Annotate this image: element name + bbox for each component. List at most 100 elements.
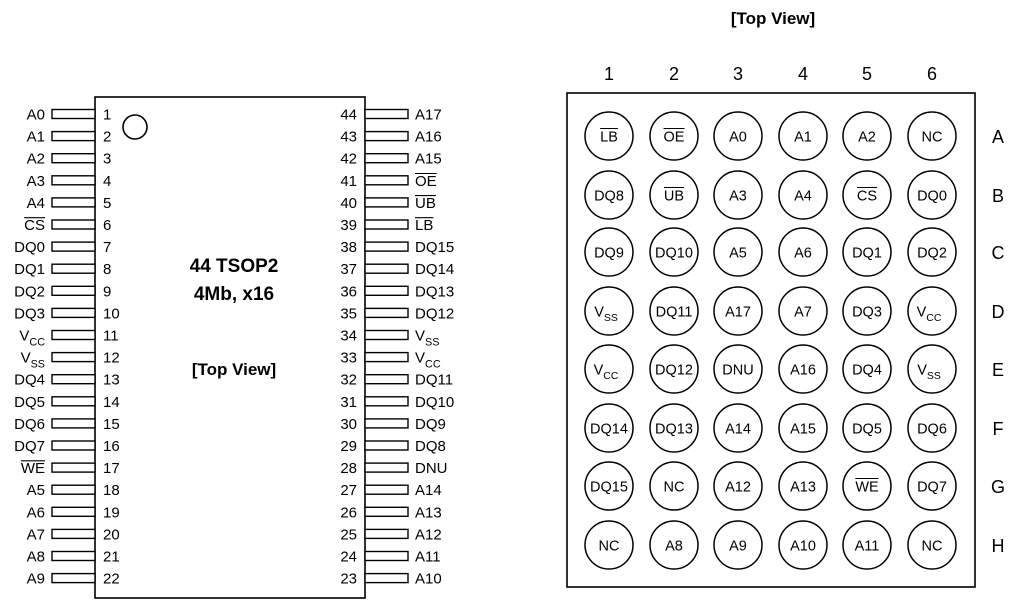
- pin-number: 38: [340, 239, 357, 256]
- ball-signal-label: CS: [857, 189, 877, 205]
- bga-ball: A6: [778, 227, 828, 277]
- pin-name-label: A6: [27, 504, 45, 521]
- ball-signal-label: A3: [729, 189, 747, 205]
- bga-body: [566, 92, 976, 588]
- pin-number: 34: [340, 328, 357, 345]
- pin-lead: [51, 484, 96, 495]
- pin-number: 14: [103, 394, 120, 411]
- ball-outline: [584, 403, 634, 453]
- bga-ball: DQ12: [649, 344, 699, 394]
- pin-name-label: A7: [27, 526, 45, 543]
- bga-ball: A16: [778, 344, 828, 394]
- ball-signal-label: DQ6: [917, 422, 947, 438]
- pin-name-label: DQ6: [14, 416, 45, 433]
- pin-number: 16: [103, 438, 120, 455]
- bga-ball: A12: [713, 461, 763, 511]
- ball-signal-label: DQ1: [852, 246, 882, 262]
- ball-outline: [907, 403, 957, 453]
- pin-lead: [51, 396, 96, 407]
- pin-lead: [364, 108, 409, 120]
- pin-lead: [364, 351, 409, 363]
- pin-number: 9: [103, 283, 111, 300]
- ball-signal-label: A8: [665, 539, 683, 555]
- bga-view-label: [Top View]: [731, 9, 815, 28]
- bga-ball: DQ14: [584, 403, 634, 453]
- pin-name-label: A5: [27, 482, 45, 499]
- ball-outline: [649, 111, 699, 161]
- pin-lead: [51, 197, 96, 208]
- ball-signal-label: NC: [922, 539, 943, 555]
- ball-outline: [842, 520, 892, 570]
- ball-signal-label: DQ10: [655, 246, 693, 262]
- pin-name-subscript: SS: [425, 336, 439, 348]
- ball-outline: [584, 286, 634, 336]
- pin-lead: [51, 108, 96, 120]
- pin-name-label: DQ1: [14, 261, 45, 278]
- bga-ball: A14: [713, 403, 763, 453]
- ball-outline: [649, 403, 699, 453]
- pin-number: 22: [103, 571, 120, 588]
- pin-number: 18: [103, 482, 120, 499]
- bga-ball: DQ15: [584, 461, 634, 511]
- ball-signal-label: DQ12: [655, 363, 693, 379]
- ball-outline: [778, 520, 828, 570]
- pin-number: 41: [340, 173, 357, 190]
- tsop-title-line2: 4Mb, x16: [194, 284, 274, 305]
- pin-number: 1: [103, 107, 111, 124]
- ball-outline: [649, 170, 699, 220]
- pin-name-label: LB: [415, 217, 433, 234]
- tsop-view-label: [Top View]: [192, 360, 276, 379]
- bga-ball: A9: [713, 520, 763, 570]
- pin-name-label: A3: [27, 173, 45, 190]
- pin-name-label: DQ2: [14, 283, 45, 300]
- ball-outline: [842, 344, 892, 394]
- pin-number: 30: [340, 416, 357, 433]
- bga-ball: A0: [713, 111, 763, 161]
- pin1-indicator-dot: [122, 114, 148, 140]
- pin-name-label: A16: [415, 129, 442, 146]
- bga-row-label: C: [992, 243, 1005, 263]
- ball-signal-label: A17: [725, 305, 751, 321]
- ball-signal-label: NC: [599, 539, 620, 555]
- pin-name-label: WE: [21, 460, 45, 477]
- bga-ball: DQ4: [842, 344, 892, 394]
- pin-number: 8: [103, 261, 111, 278]
- pin-lead: [51, 550, 96, 562]
- ball-outline: [649, 520, 699, 570]
- ball-signal-subscript: CC: [926, 313, 942, 324]
- pin-lead: [364, 152, 409, 164]
- ball-signal-label: DQ2: [917, 246, 947, 262]
- pin-number: 32: [340, 372, 357, 389]
- bga-column-label: 6: [927, 64, 937, 84]
- ball-outline: [907, 461, 957, 511]
- pin-name-label: A12: [415, 526, 442, 543]
- bga-ball: DNU: [713, 344, 763, 394]
- ball-outline: [842, 111, 892, 161]
- bga-ball: VSS: [584, 286, 634, 336]
- ball-outline: [713, 111, 763, 161]
- pin-number: 43: [340, 129, 357, 146]
- ball-signal-label: A1: [794, 130, 812, 146]
- bga-ball: A7: [778, 286, 828, 336]
- bga-ball: A11: [842, 520, 892, 570]
- pin-name-label: DQ0: [14, 239, 45, 256]
- pin-lead: [364, 374, 409, 385]
- ball-signal-label: NC: [922, 130, 943, 146]
- ball-signal-label: A12: [725, 480, 751, 496]
- ball-outline: [907, 227, 957, 277]
- ball-signal-label: DQ5: [852, 422, 882, 438]
